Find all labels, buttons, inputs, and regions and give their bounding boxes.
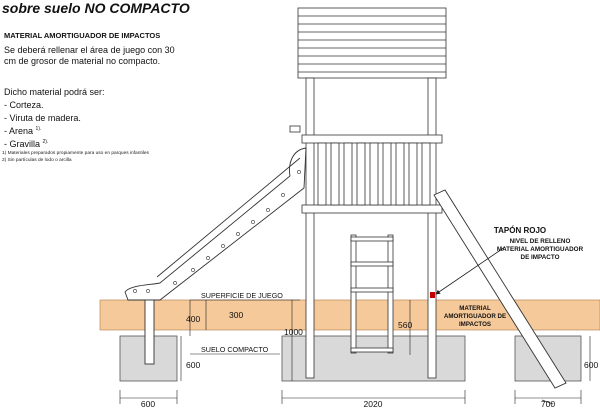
dim-600-right: 600 xyxy=(584,360,598,370)
posts xyxy=(305,77,437,379)
diagonal-brace xyxy=(433,189,567,405)
instruction-paragraph: Se deberá rellenar el área de juego con … xyxy=(4,45,175,66)
label-nivel-3: DE IMPACTO xyxy=(521,254,560,261)
dim-560: 560 xyxy=(398,320,412,330)
section-heading: MATERIAL AMORTIGUADOR DE IMPACTOS xyxy=(4,31,161,40)
label-suelo-compacto: SUELO COMPACTO xyxy=(201,345,269,354)
materials-list: - Corteza. - Viruta de madera. - Arena 1… xyxy=(4,98,81,150)
width-2020: 2020 xyxy=(364,399,383,409)
footnotes: 1) Materiales preparados propiamente par… xyxy=(2,150,149,164)
ladder xyxy=(350,234,394,354)
dim-300: 300 xyxy=(229,310,243,320)
width-700: 700 xyxy=(541,399,555,409)
label-tapon-rojo: TAPÓN ROJO xyxy=(494,226,546,235)
label-superficie: SUPERFICIE DE JUEGO xyxy=(201,291,283,300)
dim-1000: 1000 xyxy=(284,327,303,337)
material-item: - Arena 1). xyxy=(4,126,42,136)
label-nivel-2: MATERIAL AMORTIGUADOR xyxy=(497,246,584,253)
label-material-3: IMPACTOS xyxy=(459,321,491,328)
roof xyxy=(297,7,447,79)
footnote-1: 1) Materiales preparados propiamente par… xyxy=(2,151,149,156)
width-600: 600 xyxy=(141,399,155,409)
label-material-1: MATERIAL xyxy=(459,305,491,312)
dimension-lines xyxy=(119,300,591,404)
red-cap-marker xyxy=(430,292,435,298)
slide xyxy=(124,147,307,365)
dim-600-left: 600 xyxy=(186,360,200,370)
red-cap-leader xyxy=(435,246,506,295)
material-item: - Gravilla 2). xyxy=(4,139,49,149)
label-material-2: AMORTIGUADOR DE xyxy=(444,313,506,320)
material-item: - Corteza. xyxy=(4,100,44,110)
label-nivel-1: NIVEL DE RELLENO xyxy=(510,238,571,245)
platform-railing xyxy=(289,125,443,214)
material-item: - Viruta de madera. xyxy=(4,113,81,123)
materials-list-title: Dicho material podrá ser: xyxy=(4,87,105,97)
diagram-title: sobre suelo NO COMPACTO xyxy=(2,0,190,16)
footnote-2: 2) Sin partículas de lodo o arcilla xyxy=(2,158,72,163)
slide-bolts xyxy=(133,170,301,293)
dim-400: 400 xyxy=(186,314,200,324)
